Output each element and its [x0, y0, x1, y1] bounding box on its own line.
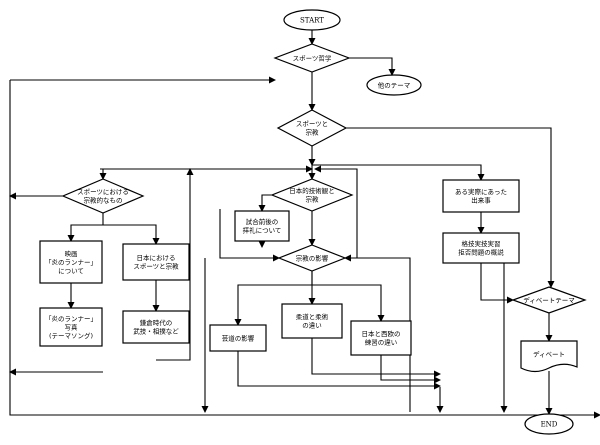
- node-label: 写真: [65, 322, 79, 331]
- node-start: START: [283, 9, 341, 31]
- node-label: END: [541, 420, 558, 428]
- node-label: 拒否問題の概説: [458, 248, 504, 257]
- node-label: 「炎のランナー」: [45, 315, 97, 323]
- node-label: の違い: [302, 321, 322, 330]
- node-photo-song: 「炎のランナー」写真(テーマソング): [39, 307, 103, 347]
- node-shape: [350, 320, 412, 356]
- connector-arrow: [311, 271, 385, 322]
- connector-arrow: [346, 127, 555, 288]
- node-label: 鎌倉時代の: [140, 318, 173, 327]
- node-shape: [277, 244, 347, 272]
- node-label: スポーツと宗教: [133, 262, 179, 271]
- connector-arrow: [312, 164, 485, 181]
- connector-arrow: [237, 351, 441, 390]
- node-shape: [273, 43, 351, 73]
- node-label: (テーマソング): [49, 331, 93, 340]
- node-shape: [442, 232, 520, 264]
- node-sports-religion: スポーツと宗教: [276, 109, 348, 147]
- node-label: ある実際にあった: [455, 187, 507, 196]
- node-label: について: [58, 267, 84, 275]
- node-label: 宗教: [306, 128, 320, 137]
- node-shape: [511, 286, 587, 314]
- node-label: 他のテーマ: [378, 80, 411, 89]
- connector-arrow: [219, 209, 280, 262]
- node-shape: [366, 74, 422, 96]
- connector-arrow: [9, 80, 600, 419]
- node-label: 宗教的なもの: [84, 196, 123, 205]
- connector-arrow: [258, 194, 275, 212]
- node-label: 出来事: [471, 196, 491, 205]
- node-label: 武技・相撲など: [133, 327, 179, 336]
- connector-arrow: [349, 57, 396, 76]
- node-label: 柔道と柔術: [296, 312, 329, 321]
- connector-arrow: [480, 263, 514, 304]
- flowchart-nodes: STARTスポーツ哲学他のテーマスポーツと宗教スポーツにおける宗教的なもの日本的…: [39, 9, 587, 435]
- node-label: 拝礼について: [243, 226, 282, 235]
- node-label: 日本と西欧の: [362, 329, 401, 338]
- node-shape: [39, 307, 103, 347]
- node-label: 宗教: [306, 195, 320, 204]
- node-label: スポーツにおける: [77, 188, 129, 196]
- node-label: 芸道の影響: [222, 333, 255, 342]
- node-label: ディベートテーマ: [523, 295, 575, 304]
- node-label: 練習の違い: [365, 338, 398, 347]
- node-shape: [209, 324, 267, 352]
- connector-arrow: [234, 284, 312, 326]
- node-label: 日本的技術観と: [289, 186, 335, 195]
- node-label: 「炎のランナー」: [45, 258, 97, 266]
- node-label: 格技実技実習: [462, 239, 501, 248]
- node-shape: [39, 240, 103, 284]
- node-end: END: [524, 413, 574, 435]
- connector-lines: [9, 30, 600, 419]
- connector-arrow: [67, 213, 104, 242]
- node-label: 映画: [65, 249, 78, 258]
- node-geido: 芸道の影響: [209, 324, 267, 352]
- node-shape: [524, 413, 574, 435]
- node-debate: ディベート: [520, 340, 578, 373]
- node-shape: [234, 210, 290, 242]
- node-shape: [520, 340, 578, 373]
- connector-arrow: [344, 254, 411, 412]
- node-debate-theme: ディベートテーマ: [511, 286, 587, 314]
- node-shape: [61, 178, 145, 214]
- node-label: START: [300, 16, 324, 24]
- node-other-theme: 他のテーマ: [366, 74, 422, 96]
- node-shape: [122, 243, 190, 281]
- node-label: 宗教の影響: [296, 253, 329, 262]
- node-movie: 映画「炎のランナー」について: [39, 240, 103, 284]
- node-sports-philosophy: スポーツ哲学: [273, 43, 351, 73]
- connector-arrow: [103, 224, 160, 245]
- connector-arrow: [311, 338, 441, 378]
- node-label: 日本における: [137, 253, 176, 262]
- node-religion-influence: 宗教の影響: [277, 244, 347, 272]
- node-shape: [122, 310, 190, 344]
- node-label: スポーツ哲学: [293, 53, 332, 62]
- node-label: 試合前後の: [246, 217, 279, 226]
- node-shape: [270, 178, 354, 212]
- node-label: ディベート: [533, 349, 565, 358]
- node-shape: [442, 179, 520, 213]
- connector-arrow: [156, 168, 194, 361]
- node-shape: [283, 9, 341, 31]
- node-shape: [281, 303, 343, 339]
- node-shape: [276, 109, 348, 147]
- connector-arrow: [380, 355, 441, 384]
- node-label: スポーツと: [296, 120, 328, 128]
